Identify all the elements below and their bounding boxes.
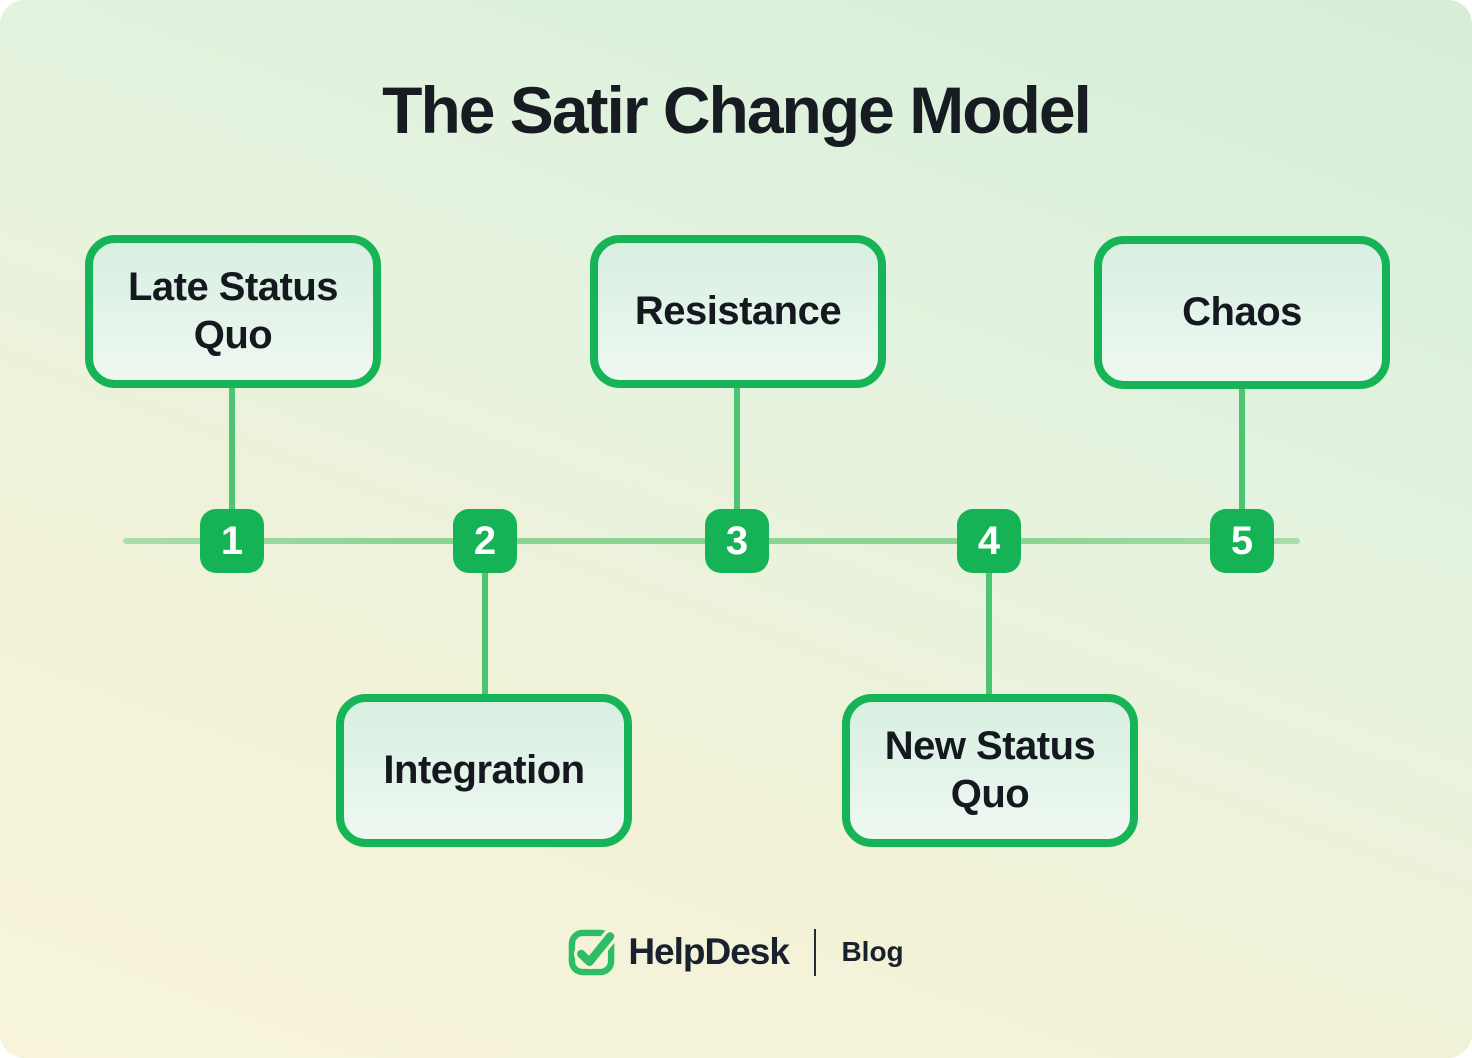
connector-stage-1 xyxy=(229,384,235,512)
connector-stage-2 xyxy=(482,570,488,696)
timeline-node-1: 1 xyxy=(200,509,264,573)
node-number-5: 5 xyxy=(1230,518,1254,563)
stage-box-resistance: Resistance xyxy=(590,235,886,388)
stage-label-chaos: Chaos xyxy=(1182,289,1302,334)
stage-box-integration: Integration xyxy=(336,694,632,847)
timeline-node-2: 2 xyxy=(453,509,517,573)
stage-label-resistance: Resistance xyxy=(634,288,842,333)
stage-box-late-status-quo: Late Status Quo xyxy=(85,235,381,388)
timeline-node-4: 4 xyxy=(957,509,1021,573)
timeline-node-5: 5 xyxy=(1210,509,1274,573)
helpdesk-checkmark-logo-icon xyxy=(569,928,616,975)
footer-divider xyxy=(813,928,817,976)
stage-label-new-status-quo: New Status Quo xyxy=(884,724,1096,816)
connector-stage-5 xyxy=(1239,384,1245,512)
connector-stage-4 xyxy=(986,570,992,696)
page-title: The Satir Change Model xyxy=(382,73,1092,147)
brand-name: HelpDesk xyxy=(628,931,790,972)
connector-stage-3 xyxy=(734,384,740,512)
stage-box-chaos: Chaos xyxy=(1094,236,1390,389)
node-number-1: 1 xyxy=(220,518,244,563)
stage-box-new-status-quo: New Status Quo xyxy=(842,694,1138,847)
footer-brand: HelpDesk Blog xyxy=(0,922,1472,982)
node-number-3: 3 xyxy=(725,518,749,563)
footer-tag: Blog xyxy=(841,936,904,967)
stage-label-late-status-quo: Late Status Quo xyxy=(127,265,339,357)
stage-label-integration: Integration xyxy=(383,747,585,792)
node-number-4: 4 xyxy=(977,518,1001,563)
node-number-2: 2 xyxy=(473,518,497,563)
timeline-node-3: 3 xyxy=(705,509,769,573)
